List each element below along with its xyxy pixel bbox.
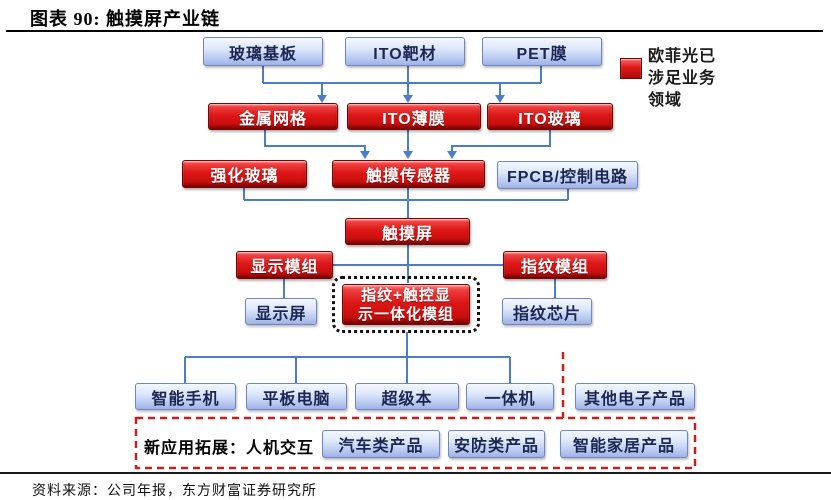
legend-swatch [620, 58, 642, 79]
node-glass-substrate: 玻璃基板 [203, 37, 323, 66]
red-dashed-region [134, 352, 697, 470]
node-ito-film: ITO薄膜 [347, 103, 481, 130]
node-other-electronics: 其他电子产品 [575, 383, 695, 410]
node-integrated-module: 指纹+触控显 示一体化模组 [342, 284, 470, 325]
node-tempered-glass: 强化玻璃 [182, 160, 307, 188]
node-security-products: 安防类产品 [448, 430, 545, 458]
node-display-module: 显示模组 [236, 251, 333, 279]
title-rule [6, 30, 823, 32]
node-pet-film: PET膜 [482, 37, 602, 66]
node-all-in-one: 一体机 [466, 383, 554, 410]
integrated-module-line1: 指纹+触控显 [361, 286, 451, 304]
integrated-module-highlight: 指纹+触控显 示一体化模组 [332, 276, 480, 333]
blue-connectors [184, 66, 569, 383]
source-note: 资料来源：公司年报，东方财富证券研究所 [32, 484, 317, 499]
legend-line-3: 领域 [648, 92, 683, 109]
arrowheads [317, 95, 505, 159]
integrated-module-line2: 示一体化模组 [357, 305, 454, 323]
node-smart-home-products: 智能家居产品 [560, 430, 688, 458]
legend-text: 欧菲光已 涉足业务 领域 [648, 46, 716, 112]
node-ultrabook: 超级本 [355, 383, 459, 410]
node-fingerprint-module: 指纹模组 [503, 251, 607, 279]
node-metal-mesh: 金属网格 [208, 103, 338, 130]
node-fingerprint-chip: 指纹芯片 [502, 298, 592, 325]
node-touch-sensor: 触摸传感器 [332, 160, 485, 188]
node-ito-target: ITO靶材 [345, 37, 465, 66]
footer-rule [0, 472, 831, 474]
node-automotive-products: 汽车类产品 [322, 430, 440, 458]
node-smartphone: 智能手机 [135, 383, 236, 410]
node-fpcb-control-circuit: FPCB/控制电路 [497, 161, 638, 189]
legend-line-1: 欧菲光已 [648, 48, 717, 65]
node-ito-glass: ITO玻璃 [487, 103, 613, 130]
node-touch-screen: 触摸屏 [345, 218, 470, 245]
node-tablet: 平板电脑 [246, 383, 347, 410]
figure-title: 图表 90: 触摸屏产业链 [30, 9, 220, 29]
legend-line-2: 涉足业务 [648, 70, 717, 87]
node-display-screen: 显示屏 [245, 298, 317, 325]
new-applications-label: 新应用拓展：人机交互 [144, 440, 315, 457]
